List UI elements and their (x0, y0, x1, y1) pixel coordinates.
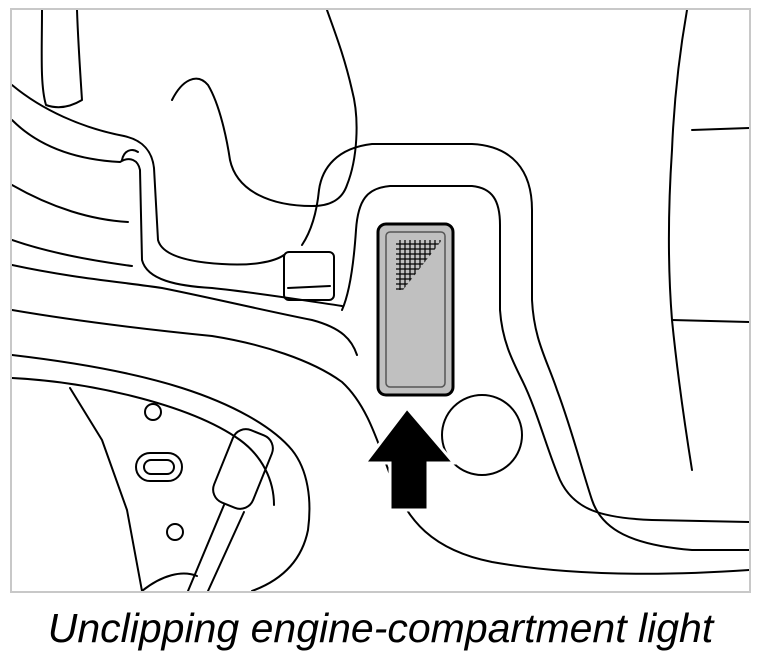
hood-panel-top (12, 354, 311, 591)
hood-panel-inner (12, 377, 275, 506)
engine-compartment-lamp (376, 222, 455, 397)
engine-compartment-illustration (12, 10, 749, 591)
panel-hole-small-1 (144, 403, 162, 421)
hood-panel-edge (69, 387, 143, 591)
bracket-channel-inner (12, 184, 129, 223)
figure-caption: Unclipping engine-compartment light (47, 605, 714, 651)
push-arrow-icon (361, 405, 458, 512)
body-contour-1 (12, 264, 358, 356)
retaining-clip (283, 251, 335, 301)
bracket-channel (12, 84, 285, 266)
lamp-housing-outline (301, 143, 749, 551)
fender-curve (171, 10, 358, 207)
body-contour-3 (12, 239, 133, 267)
panel-slot (135, 452, 183, 482)
body-contour-2 (12, 309, 749, 575)
right-panel-edge (668, 10, 693, 471)
panel-edge-upper-left (40, 10, 83, 109)
panel-hole-small-2 (166, 523, 184, 541)
lamp-housing-inner (341, 185, 749, 523)
bracket-channel-lower (12, 119, 343, 307)
bracket-step (121, 149, 139, 161)
illustration-frame (10, 8, 751, 593)
mounting-hole (441, 394, 523, 476)
hood-support-rod (141, 428, 274, 591)
